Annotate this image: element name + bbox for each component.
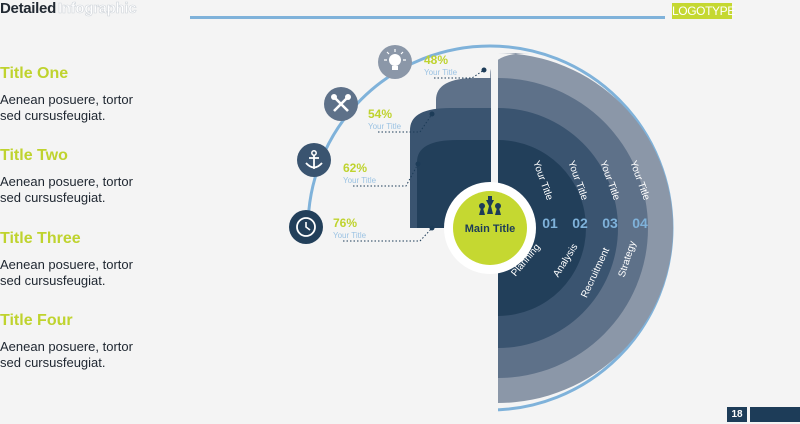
chess-pawn-left-body xyxy=(479,208,485,215)
anchor-icon xyxy=(305,150,323,169)
callout-percent-03: 54% xyxy=(368,107,392,121)
segment-number-04: 04 xyxy=(632,215,648,231)
sidebar-item-2: Title Two Aenean posuere, tortor sed cur… xyxy=(0,146,180,206)
sidebar-item-title: Title One xyxy=(0,65,69,82)
sidebar-item-title: Title Four xyxy=(0,312,73,329)
page-title-word1: Detailed xyxy=(0,0,56,17)
callout-percent-01: 76% xyxy=(333,216,357,230)
callout-percent-04: 48% xyxy=(424,53,448,67)
page-title-word2: Infographic xyxy=(57,0,137,17)
header-divider xyxy=(190,16,665,19)
clock-face xyxy=(296,217,316,237)
callout-dot-02 xyxy=(415,161,421,167)
chess-pawn-right-head xyxy=(495,203,501,209)
page-bar xyxy=(750,407,800,422)
bulb-glass xyxy=(389,54,401,66)
chess-pawn-right-body xyxy=(495,208,501,215)
callout-leader-01 xyxy=(343,227,433,242)
callout-leader-02 xyxy=(353,163,419,187)
tools-icon xyxy=(331,94,351,112)
sidebar-item-1: Title One Aenean posuere, tortor sed cur… xyxy=(0,64,180,124)
callout-caption-03: Your Title xyxy=(368,122,402,131)
callout-caption-01: Your Title xyxy=(333,231,367,240)
sidebar-item-text: Aenean posuere, tortor sed cursusfeugiat… xyxy=(0,92,133,123)
center-circle xyxy=(453,191,527,265)
sidebar-item-title: Title Three xyxy=(0,230,81,247)
callout-caption-04: Your Title xyxy=(424,68,458,77)
callout-leader-03 xyxy=(378,113,433,133)
segment-number-01: 01 xyxy=(542,215,558,231)
segment-number-03: 03 xyxy=(602,215,618,231)
center-title: Main Title xyxy=(465,223,516,235)
sidebar-item-text: Aenean posuere, tortor sed cursusfeugiat… xyxy=(0,257,133,288)
sidebar-item-4: Title Four Aenean posuere, tortor sed cu… xyxy=(0,311,180,371)
chess-king-shape xyxy=(486,196,494,214)
callout-dot-01 xyxy=(429,225,435,231)
lightbulb-icon xyxy=(384,49,406,70)
tools-head-left xyxy=(331,94,337,100)
sidebar-item-text: Aenean posuere, tortor sed cursusfeugiat… xyxy=(0,339,133,370)
bulb-base xyxy=(392,66,398,70)
clock-hands xyxy=(305,222,311,231)
clock-icon xyxy=(296,217,316,237)
segment-number-02: 02 xyxy=(572,215,588,231)
callout-caption-02: Your Title xyxy=(343,176,377,185)
anchor-body xyxy=(305,155,323,169)
page-number: 18 xyxy=(727,407,747,422)
tools-head-right xyxy=(345,94,351,100)
callout-dot-04 xyxy=(481,67,487,73)
bulb-rays xyxy=(384,49,406,61)
logotype-badge: LOGOTYPE xyxy=(672,3,735,19)
tools-cross xyxy=(333,96,349,112)
sidebar-item-title: Title Two xyxy=(0,147,68,164)
sidebar-item-3: Title Three Aenean posuere, tortor sed c… xyxy=(0,229,180,289)
callout-dot-03 xyxy=(429,111,435,117)
callout-percent-02: 62% xyxy=(343,161,367,175)
chess-pieces-icon xyxy=(479,196,501,215)
sidebar-item-text: Aenean posuere, tortor sed cursusfeugiat… xyxy=(0,174,133,205)
chess-pawn-left-head xyxy=(479,203,485,209)
